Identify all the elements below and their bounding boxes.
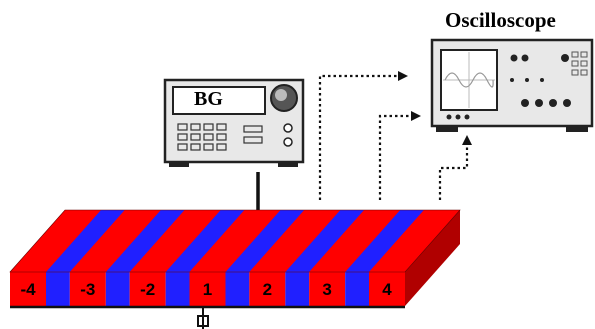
segment-label: -2	[140, 280, 156, 299]
electrode-red-front	[10, 272, 46, 306]
segment-label: -3	[80, 280, 96, 299]
segment-label: 2	[262, 280, 273, 299]
electrode-red-front	[249, 272, 286, 306]
segment-label: 1	[202, 280, 213, 299]
waveform-icon	[444, 72, 494, 88]
electrode-blue-top	[345, 210, 424, 272]
electrode-red-top	[369, 210, 460, 272]
electrode-red-front	[369, 272, 405, 306]
transducer-slab	[9, 209, 461, 309]
arrow-icon	[398, 71, 408, 81]
electrode-blue-front	[345, 272, 369, 306]
oscilloscope-title: Oscilloscope	[445, 8, 556, 32]
electrode-blue-top	[165, 210, 245, 272]
ground-connector	[197, 307, 209, 329]
segment-label: 4	[382, 280, 392, 299]
electrode-blue-top	[285, 210, 365, 272]
knob-icon	[510, 54, 518, 62]
electrode-red-top	[69, 210, 161, 272]
electrode-blue-top	[105, 210, 185, 272]
electrode-red-top	[189, 210, 281, 272]
arrow-icon	[462, 135, 472, 145]
burst-generator-device	[163, 78, 305, 167]
electrode-blue-front	[105, 272, 130, 306]
generator-label: BG	[194, 88, 223, 110]
electrode-blue-top	[225, 210, 305, 272]
electrode-red-top	[249, 210, 341, 272]
signal-paths	[318, 74, 469, 200]
segment-label: 3	[322, 280, 332, 299]
electrode-red-front	[189, 272, 226, 306]
electrode-red-top	[10, 210, 101, 272]
electrode-blue-front	[165, 272, 190, 306]
electrode-blue-top	[46, 210, 125, 272]
generator-display	[172, 86, 266, 115]
arrowheads	[398, 71, 472, 145]
knob-icon	[521, 54, 529, 62]
knob-icon	[561, 54, 569, 62]
segment-label: -4	[20, 280, 36, 299]
electrode-red-front	[309, 272, 346, 306]
electrode-red-front	[129, 272, 166, 306]
electrode-blue-front	[285, 272, 310, 306]
electrode-blue-front	[46, 272, 70, 306]
oscilloscope-device	[430, 38, 594, 132]
slab-right-side	[405, 210, 460, 306]
keypad-icon	[177, 123, 227, 151]
electrode-red-front	[69, 272, 106, 306]
electrode-red-top	[129, 210, 221, 272]
electrode-blue-front	[225, 272, 250, 306]
arrow-icon	[411, 111, 421, 121]
electrode-red-top	[309, 210, 401, 272]
